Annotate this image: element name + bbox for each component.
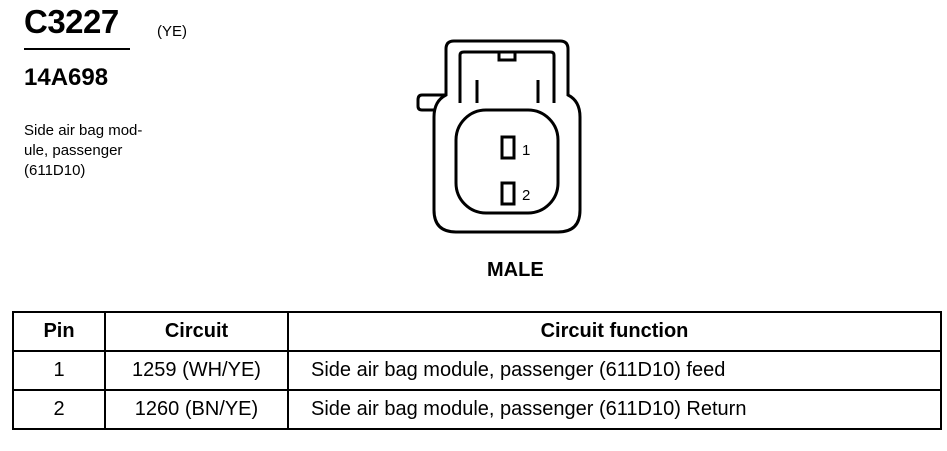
connector-description: Side air bag mod- ule, passenger (611D10…	[24, 121, 184, 181]
column-header-circuit: Circuit	[104, 311, 289, 352]
description-line: Side air bag mod-	[24, 122, 143, 139]
connector-face-diagram: 1 2	[416, 39, 582, 234]
pin-cavity-2	[500, 181, 516, 206]
column-header-function: Circuit function	[287, 311, 942, 352]
pin-label-1: 1	[522, 142, 530, 159]
pin-table: Pin Circuit Circuit function 1 1259 (WH/…	[12, 311, 942, 430]
pin-cavity-1	[500, 135, 516, 160]
column-header-pin: Pin	[12, 311, 106, 352]
gender-label: MALE	[487, 259, 544, 281]
part-number: 14A698	[24, 64, 109, 91]
title-underline	[24, 48, 130, 50]
latch-notch	[497, 50, 517, 62]
table-row: 1 1259 (WH/YE) Side air bag module, pass…	[12, 350, 942, 391]
color-code: (YE)	[157, 23, 187, 40]
cell-pin: 2	[12, 389, 106, 430]
description-line: ule, passenger	[24, 142, 123, 159]
cell-pin: 1	[12, 350, 106, 391]
cell-circuit: 1260 (BN/YE)	[104, 389, 289, 430]
table-row: 2 1260 (BN/YE) Side air bag module, pass…	[12, 389, 942, 430]
connector-face	[454, 108, 560, 215]
pin-label-2: 2	[522, 187, 530, 204]
connector-id: C3227	[24, 3, 119, 40]
table-header-row: Pin Circuit Circuit function	[12, 311, 942, 352]
description-line: (611D10)	[24, 162, 86, 179]
cell-circuit: 1259 (WH/YE)	[104, 350, 289, 391]
cell-function: Side air bag module, passenger (611D10) …	[287, 389, 942, 430]
cell-function: Side air bag module, passenger (611D10) …	[287, 350, 942, 391]
